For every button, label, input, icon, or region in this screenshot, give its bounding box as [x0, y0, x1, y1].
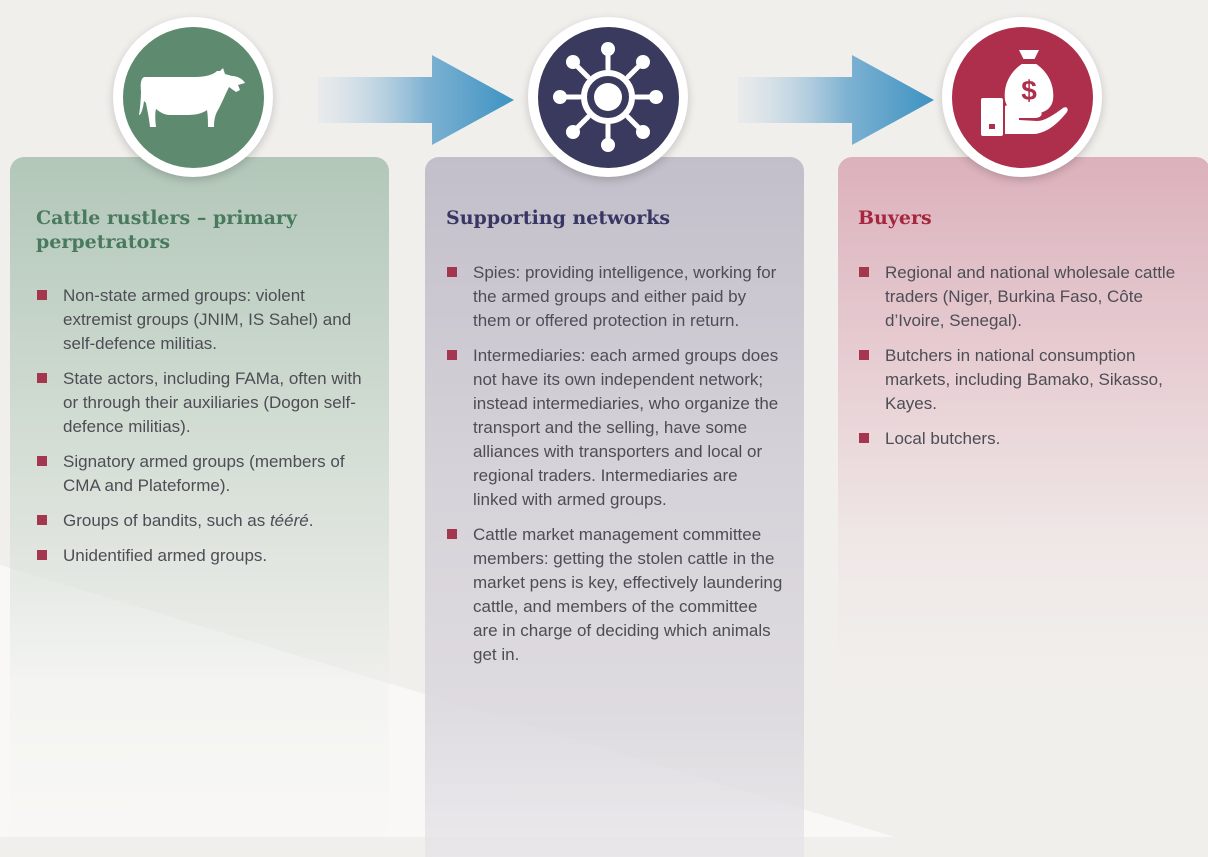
square-bullet-icon: [37, 456, 47, 466]
list-item-text: Cattle market management committee membe…: [473, 525, 783, 664]
buyers-heading: Buyers: [858, 207, 932, 229]
square-bullet-icon: [37, 373, 47, 383]
square-bullet-icon: [859, 267, 869, 277]
list-item: State actors, including FAMa, often with…: [36, 367, 376, 439]
list-item: Local butchers.: [858, 427, 1203, 451]
buyers-list: Regional and national wholesale cattle t…: [858, 261, 1203, 451]
list-item: Unidentified armed groups.: [36, 544, 376, 568]
list-item-text: Signatory armed groups (members of CMA a…: [63, 452, 345, 495]
supporting-networks-list: Spies: providing intelligence, working f…: [446, 261, 786, 667]
list-item-text: Butchers in national consumption markets…: [885, 346, 1163, 413]
list-item-text: Non-state armed groups: violent extremis…: [63, 286, 352, 353]
list-item: Regional and national wholesale cattle t…: [858, 261, 1203, 333]
square-bullet-icon: [447, 350, 457, 360]
list-item-text: Local butchers.: [885, 429, 1001, 448]
supporting-networks-card: [425, 157, 804, 857]
list-item-text: Spies: providing intelligence, working f…: [473, 263, 777, 330]
perpetrators-column: Cattle rustlers – primary perpetrators N…: [36, 206, 376, 579]
list-item: Spies: providing intelligence, working f…: [446, 261, 786, 333]
money-bag-hand-icon: $: [981, 50, 1068, 136]
perpetrators-list: Non-state armed groups: violent extremis…: [36, 284, 376, 568]
list-item-text: Intermediaries: each armed groups does n…: [473, 346, 779, 509]
cow-icon: [139, 68, 245, 127]
arrow-right-icon: [318, 55, 514, 145]
svg-text:$: $: [1021, 75, 1037, 106]
arrow-right-icon: [738, 55, 934, 145]
buyers-icon-badge: $: [942, 17, 1102, 177]
square-bullet-icon: [37, 290, 47, 300]
list-item-text: Groups of bandits, such as: [63, 511, 270, 530]
buyers-column: Buyers Regional and national wholesale c…: [858, 206, 1203, 462]
list-item: Signatory armed groups (members of CMA a…: [36, 450, 376, 498]
list-item: Intermediaries: each armed groups does n…: [446, 344, 786, 512]
list-item: Groups of bandits, such as tééré.: [36, 509, 376, 533]
list-item-suffix: .: [308, 511, 314, 530]
square-bullet-icon: [37, 515, 47, 525]
perpetrators-heading: Cattle rustlers – primary perpetrators: [36, 207, 297, 253]
networks-icon-badge: [528, 17, 688, 177]
square-bullet-icon: [447, 267, 457, 277]
square-bullet-icon: [859, 350, 869, 360]
perpetrators-card: [10, 157, 389, 857]
network-hub-icon: [553, 42, 663, 152]
list-item-text: Unidentified armed groups.: [63, 546, 268, 565]
square-bullet-icon: [37, 550, 47, 560]
list-item: Non-state armed groups: violent extremis…: [36, 284, 376, 356]
list-item-italic-term: tééré: [269, 511, 309, 530]
list-item: Cattle market management committee membe…: [446, 523, 786, 667]
square-bullet-icon: [859, 433, 869, 443]
list-item-text: Regional and national wholesale cattle t…: [885, 263, 1176, 330]
buyers-card: [838, 157, 1208, 857]
square-bullet-icon: [447, 529, 457, 539]
list-item: Butchers in national consumption markets…: [858, 344, 1203, 416]
supporting-networks-heading: Supporting networks: [446, 207, 671, 229]
supporting-networks-column: Supporting networks Spies: providing int…: [446, 206, 786, 678]
list-item-text: State actors, including FAMa, often with…: [63, 369, 362, 436]
perpetrators-icon-badge: [113, 17, 273, 177]
